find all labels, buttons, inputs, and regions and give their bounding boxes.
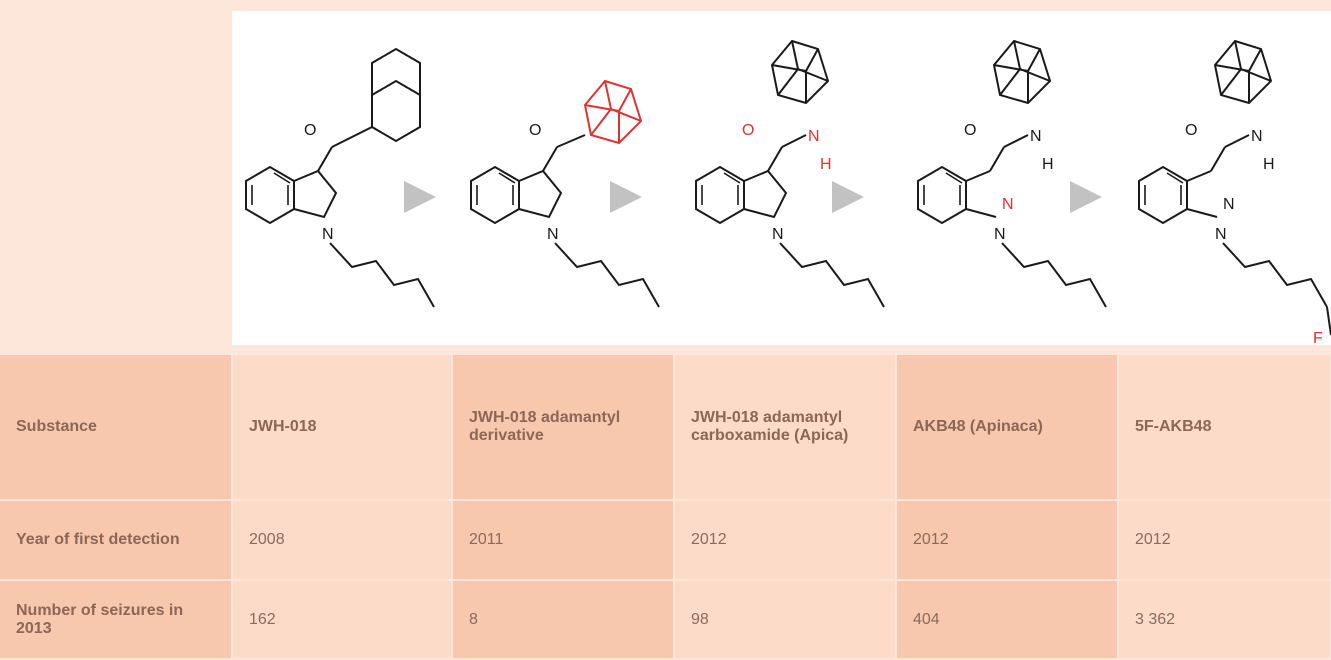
atom-n: N	[322, 226, 334, 243]
atom-n: N	[772, 226, 784, 243]
year-cell: 2008	[232, 500, 453, 581]
substance-cell: AKB48 (Apinaca)	[896, 355, 1119, 501]
atom-n-highlight: N	[1002, 196, 1014, 213]
seizures-cell: 162	[232, 580, 453, 660]
atom-o: O	[304, 122, 316, 139]
row-header-substance: Substance	[0, 355, 233, 501]
atom-h: H	[820, 156, 832, 173]
substance-table: Substance JWH-018 JWH-018 adamantyl deri…	[0, 355, 1331, 660]
atom-n: N	[1215, 226, 1227, 243]
atom-n: N	[1223, 196, 1235, 213]
atom-n: N	[547, 226, 559, 243]
row-header-seizures: Number of seizures in 2013	[0, 580, 233, 660]
row-header-year: Year of first detection	[0, 500, 233, 581]
substance-cell: 5F-AKB48	[1118, 355, 1331, 501]
year-row: Year of first detection 2008 2011 2012 2…	[0, 500, 1331, 581]
atom-n: N	[1030, 128, 1042, 145]
atom-o: O	[964, 122, 976, 139]
substance-cell: JWH-018	[232, 355, 453, 501]
year-cell: 2011	[452, 500, 675, 581]
structure-apica: O N H N	[695, 40, 885, 308]
atom-o: O	[529, 122, 541, 139]
seizures-cell: 404	[896, 580, 1119, 660]
structures-drawing: O N O N	[245, 40, 1331, 345]
atom-o: O	[742, 122, 754, 139]
atom-h: H	[1263, 156, 1275, 173]
atom-n: N	[808, 128, 820, 145]
arrow-2	[610, 181, 642, 213]
year-cell: 2012	[1118, 500, 1331, 581]
arrow-3	[832, 181, 864, 213]
structure-adamantyl-derivative: O N	[470, 80, 660, 308]
year-cell: 2012	[674, 500, 897, 581]
atom-f: F	[1313, 330, 1323, 345]
structure-5f-akb48: O N H N N F	[1138, 40, 1331, 345]
arrow-1	[404, 181, 436, 213]
seizures-cell: 8	[452, 580, 675, 660]
seizures-cell: 98	[674, 580, 897, 660]
chemical-structures-panel: O N O N	[232, 11, 1331, 345]
year-cell: 2012	[896, 500, 1119, 581]
atom-h: H	[1042, 156, 1054, 173]
substance-row: Substance JWH-018 JWH-018 adamantyl deri…	[0, 355, 1331, 501]
substance-cell: JWH-018 adamantyl derivative	[452, 355, 675, 501]
arrow-4	[1070, 181, 1102, 213]
atom-n: N	[1251, 128, 1263, 145]
seizures-row: Number of seizures in 2013 162 8 98 404 …	[0, 580, 1331, 660]
substance-cell: JWH-018 adamantyl carboxamide (Apica)	[674, 355, 897, 501]
structure-akb48: O N H N N	[917, 40, 1107, 308]
seizures-cell: 3 362	[1118, 580, 1331, 660]
atom-n: N	[994, 226, 1006, 243]
structure-jwh-018: O N	[245, 47, 435, 308]
atom-o: O	[1185, 122, 1197, 139]
